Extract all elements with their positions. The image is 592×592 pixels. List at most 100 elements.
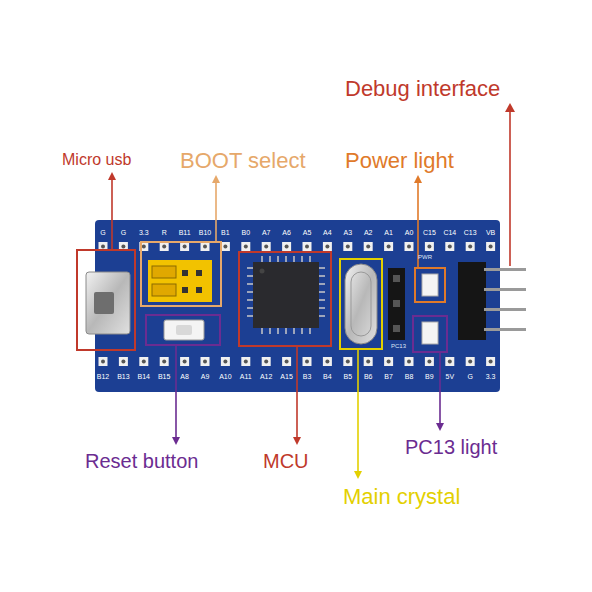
pin-label: B8 bbox=[405, 373, 414, 380]
pin-label: A7 bbox=[262, 229, 271, 236]
pin-label: A8 bbox=[180, 373, 189, 380]
pin-drill bbox=[142, 360, 146, 364]
highlight-frame bbox=[141, 242, 221, 306]
pin-hole bbox=[466, 242, 475, 251]
pin-label: C15 bbox=[423, 229, 436, 236]
pin-hole bbox=[160, 357, 169, 366]
callout-label: PC13 light bbox=[405, 436, 497, 459]
jumper-cap bbox=[152, 284, 176, 296]
pin-drill bbox=[448, 360, 452, 364]
crystal-rim bbox=[351, 272, 371, 336]
pin-label: B7 bbox=[384, 373, 393, 380]
pin-drill bbox=[325, 245, 329, 249]
debug-pin bbox=[484, 328, 526, 331]
header-pin bbox=[393, 275, 400, 282]
pin-label: 3.3 bbox=[139, 229, 149, 236]
boot-header bbox=[148, 260, 212, 302]
pin-hole bbox=[384, 357, 393, 366]
callout-label: Reset button bbox=[85, 450, 198, 473]
pc13-led bbox=[422, 322, 438, 344]
pin-drill bbox=[489, 245, 493, 249]
pin-drill bbox=[468, 360, 472, 364]
pin-hole bbox=[323, 357, 332, 366]
pin-hole bbox=[405, 357, 414, 366]
pin-hole bbox=[486, 242, 495, 251]
pin-drill bbox=[346, 360, 350, 364]
pin-hole bbox=[282, 242, 291, 251]
usb-port bbox=[94, 292, 114, 314]
pin-hole bbox=[221, 242, 230, 251]
pin-label: A4 bbox=[323, 229, 332, 236]
pin-drill bbox=[407, 245, 411, 249]
pin-drill bbox=[244, 360, 248, 364]
callout-label: Power light bbox=[345, 148, 454, 173]
pin-drill bbox=[264, 360, 268, 364]
pin-label: A10 bbox=[219, 373, 231, 380]
leader-lines bbox=[108, 103, 515, 479]
pin-label: A9 bbox=[201, 373, 210, 380]
pin-label: B10 bbox=[199, 229, 211, 236]
pin-drill bbox=[203, 245, 207, 249]
pin-label: B13 bbox=[117, 373, 129, 380]
pin-hole bbox=[486, 357, 495, 366]
pin-hole bbox=[364, 242, 373, 251]
debug-pin bbox=[484, 308, 526, 311]
reset-button bbox=[164, 320, 204, 340]
pin-hole bbox=[241, 242, 250, 251]
pin-label: A2 bbox=[364, 229, 373, 236]
pin-header bbox=[388, 268, 405, 340]
pin-drill bbox=[121, 360, 125, 364]
pin-drill bbox=[223, 360, 227, 364]
pin-hole bbox=[323, 242, 332, 251]
pin-label: B15 bbox=[158, 373, 170, 380]
pin-drill bbox=[121, 245, 125, 249]
pin-drill bbox=[101, 245, 105, 249]
pin-drill bbox=[346, 245, 350, 249]
header-pin bbox=[393, 300, 400, 307]
pin-label: B9 bbox=[425, 373, 434, 380]
pin-label: B11 bbox=[179, 229, 191, 236]
pin-label: A5 bbox=[303, 229, 312, 236]
mcu-body bbox=[253, 262, 319, 328]
pin-drill bbox=[162, 360, 166, 364]
pin-hole bbox=[445, 357, 454, 366]
pin-drill bbox=[183, 245, 187, 249]
pin-label: 3.3 bbox=[486, 373, 496, 380]
pin-drill bbox=[285, 360, 289, 364]
pin-label: G bbox=[121, 229, 126, 236]
pin-label: R bbox=[162, 229, 167, 236]
pin-drill bbox=[183, 360, 187, 364]
pin-hole bbox=[119, 357, 128, 366]
board-marking: PWR bbox=[418, 254, 432, 260]
pin-drill bbox=[223, 245, 227, 249]
header-pin bbox=[196, 270, 202, 276]
header-pin bbox=[182, 270, 188, 276]
header-pin bbox=[393, 325, 400, 332]
pin-drill bbox=[427, 360, 431, 364]
power-led bbox=[422, 274, 438, 296]
pin-drill bbox=[366, 360, 370, 364]
pin-label: G bbox=[100, 229, 105, 236]
debug-pin bbox=[484, 288, 526, 291]
pin-drill bbox=[203, 360, 207, 364]
crystal bbox=[345, 264, 377, 344]
pin-hole bbox=[180, 357, 189, 366]
pin-drill bbox=[407, 360, 411, 364]
pin-hole bbox=[303, 357, 312, 366]
pin-hole bbox=[405, 242, 414, 251]
pin-hole bbox=[445, 242, 454, 251]
pin-label: B0 bbox=[242, 229, 251, 236]
highlight-frame bbox=[340, 259, 382, 349]
pin-hole bbox=[425, 242, 434, 251]
pin-label: 5V bbox=[446, 373, 455, 380]
pin-drill bbox=[489, 360, 493, 364]
pin-label: A3 bbox=[344, 229, 353, 236]
pin-hole bbox=[466, 357, 475, 366]
pin-hole bbox=[343, 242, 352, 251]
pin-drill bbox=[305, 245, 309, 249]
pin-drill bbox=[305, 360, 309, 364]
debug-pin bbox=[484, 268, 526, 271]
pin-label: B5 bbox=[344, 373, 353, 380]
